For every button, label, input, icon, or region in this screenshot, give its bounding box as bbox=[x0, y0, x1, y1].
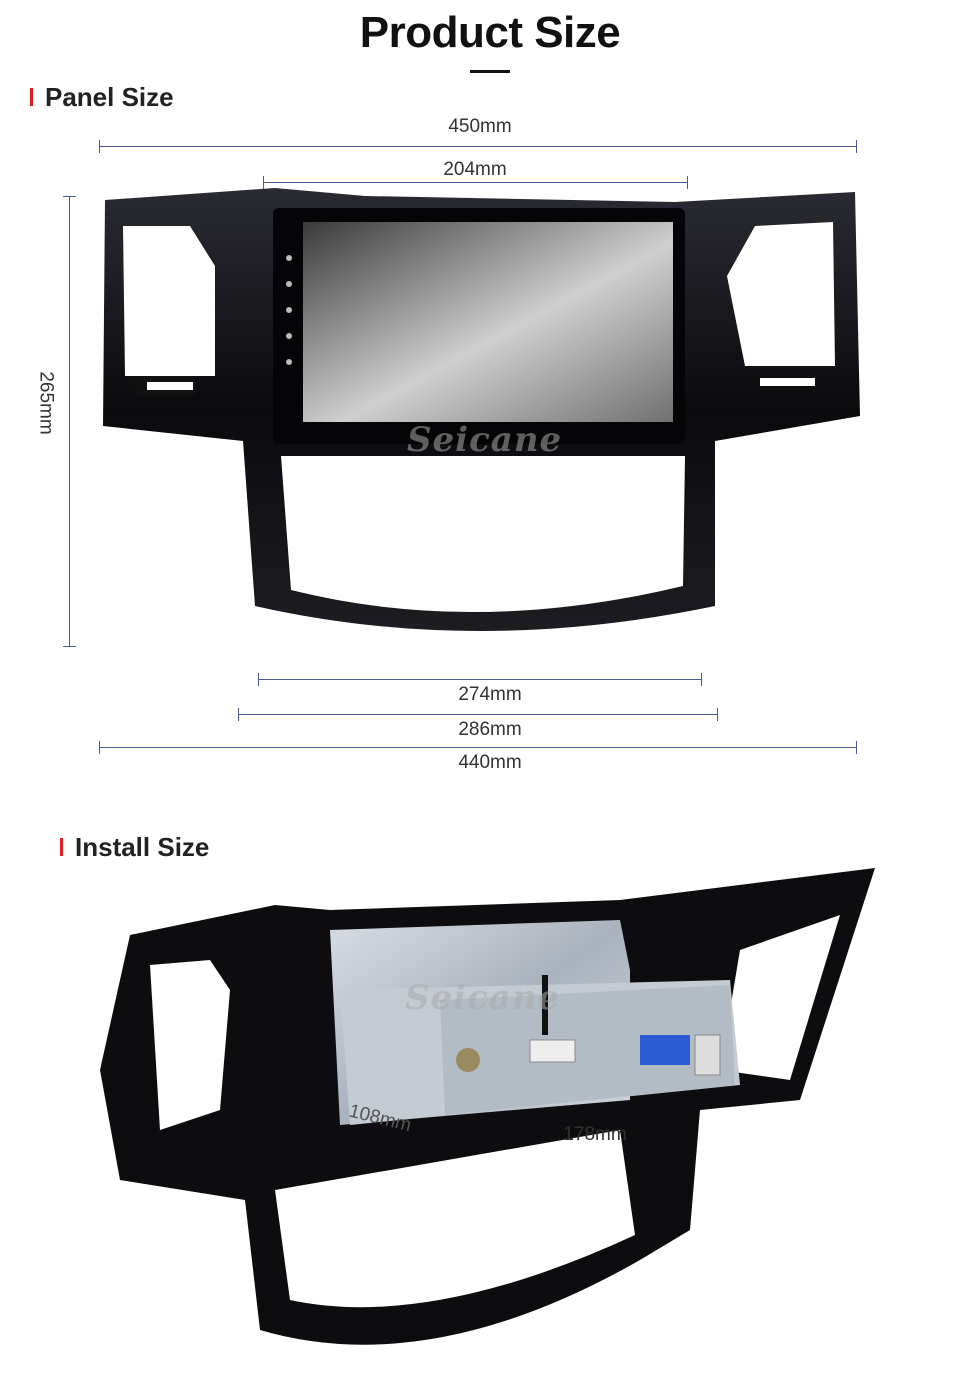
dim-274-label: 274mm bbox=[458, 684, 522, 705]
panel-front-image bbox=[103, 188, 860, 631]
dim-286-line bbox=[238, 708, 718, 721]
heading-accent-bar-2 bbox=[60, 838, 63, 857]
install-size-heading: Install Size bbox=[60, 832, 209, 863]
dim-440-line bbox=[99, 741, 857, 754]
panel-size-label: Panel Size bbox=[45, 82, 174, 112]
dim-286-label: 286mm bbox=[458, 719, 522, 740]
dim-450-label: 450mm bbox=[448, 116, 512, 137]
dim-274-line bbox=[258, 673, 702, 686]
install-watermark: Seicane bbox=[405, 978, 561, 1018]
dim-204-label: 204mm bbox=[443, 159, 507, 180]
dim-178-label: 178mm bbox=[563, 1124, 627, 1145]
install-size-label: Install Size bbox=[75, 832, 210, 862]
title-underline bbox=[470, 70, 510, 73]
heading-accent-bar bbox=[30, 88, 33, 107]
dim-265-label: 265mm bbox=[35, 371, 57, 435]
dim-204-line bbox=[263, 176, 688, 189]
page-title: Product Size bbox=[359, 8, 621, 57]
dim-440-label: 440mm bbox=[458, 752, 522, 773]
dim-450-line bbox=[99, 140, 857, 153]
install-view-image bbox=[100, 868, 875, 1345]
panel-watermark: Seicane bbox=[407, 420, 563, 460]
panel-size-heading: Panel Size bbox=[30, 82, 174, 113]
dim-265-line bbox=[63, 196, 76, 647]
